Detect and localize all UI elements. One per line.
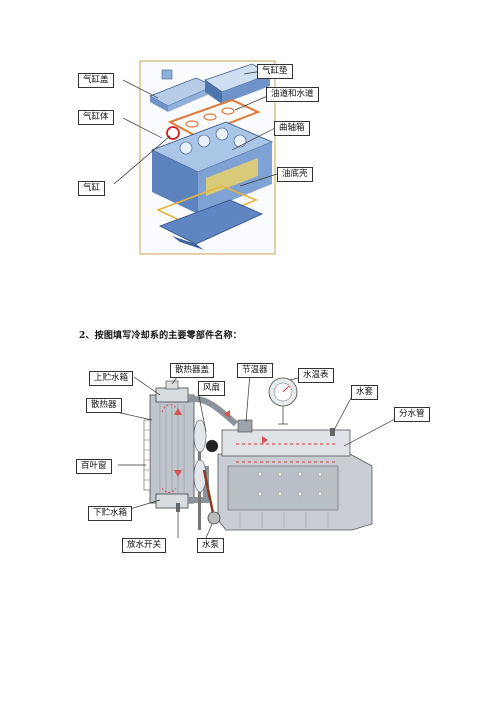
label-water-temp-gauge: 水温表 (298, 368, 334, 383)
label-cylinder-gasket: 气缸垫 (257, 64, 293, 79)
label-distribution-pipe: 分水管 (394, 407, 430, 422)
label-oil-water-channels: 油道和水道 (266, 87, 319, 102)
section-heading: 2、按图填写冷却系的主要零部件名称： (79, 331, 242, 341)
label-fan: 风扇 (198, 381, 226, 396)
label-thermostat: 节温器 (237, 363, 273, 378)
label-crankcase: 曲轴箱 (274, 121, 310, 136)
label-cylinder-head-cover: 气缸盖 (78, 73, 114, 88)
label-cylinder-body: 气缸体 (78, 110, 114, 125)
label-radiator-cap: 散热器盖 (170, 363, 215, 378)
label-louver: 百叶窗 (76, 459, 112, 474)
label-water-pump: 水泵 (197, 538, 225, 553)
label-cylinder: 气缸 (78, 181, 106, 196)
label-upper-tank: 上贮水箱 (89, 371, 134, 386)
label-lower-tank: 下贮水箱 (88, 506, 133, 521)
label-water-jacket: 水套 (351, 385, 379, 400)
label-oil-pan: 油底壳 (277, 167, 313, 182)
label-radiator: 散热器 (86, 398, 122, 413)
label-drain-switch: 放水开关 (122, 538, 167, 553)
